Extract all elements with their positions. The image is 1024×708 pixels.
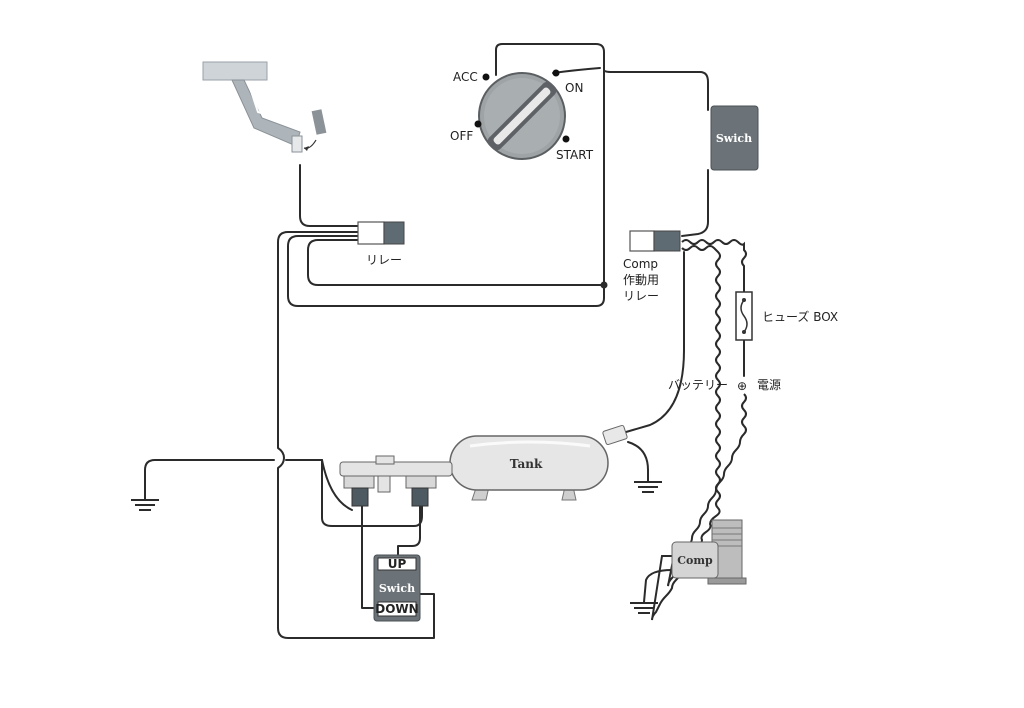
relay-icon <box>357 221 405 245</box>
ignition-switch-icon <box>474 69 570 160</box>
ground-left <box>131 498 159 511</box>
switch-up-label: UP <box>388 557 407 571</box>
switch-down-label: DOWN <box>375 602 418 616</box>
updown-switch-label: Swich <box>379 582 415 595</box>
fuse-box-icon <box>735 291 753 341</box>
tank-label: Tank <box>510 457 543 471</box>
ignition-start-label: START <box>556 148 594 162</box>
updown-switch: UP Swich DOWN <box>373 554 421 622</box>
top-switch-box: Swich <box>710 105 759 171</box>
comp-relay-label-3: リレー <box>623 289 659 303</box>
comp-relay-icon <box>629 230 681 252</box>
comp-label: Comp <box>677 554 713 567</box>
top-switch-label: Swich <box>716 132 752 145</box>
comp-relay-label-1: Comp <box>623 257 658 271</box>
compressor-icon: Comp <box>671 519 747 585</box>
relay-label: リレー <box>366 253 402 267</box>
ground-tank <box>634 481 662 493</box>
battery-power-label: 電源 <box>757 378 781 392</box>
fuse-box-label: ヒューズ BOX <box>762 309 838 324</box>
wires <box>144 43 745 639</box>
battery-plus-icon: ⊕ <box>737 379 747 393</box>
battery-label: バッテリー <box>668 378 728 392</box>
ignition-on-label: ON <box>565 81 583 95</box>
ignition-acc-label: ACC <box>453 70 478 84</box>
ground-comp <box>630 602 658 614</box>
comp-relay-label-2: 作動用 <box>623 273 659 287</box>
solenoid-valves-icon <box>339 455 453 507</box>
pressure-switch-icon <box>602 424 628 446</box>
air-tank-icon: Tank <box>449 435 609 501</box>
brake-pedal-icon <box>202 61 327 153</box>
ignition-off-label: OFF <box>450 129 473 143</box>
